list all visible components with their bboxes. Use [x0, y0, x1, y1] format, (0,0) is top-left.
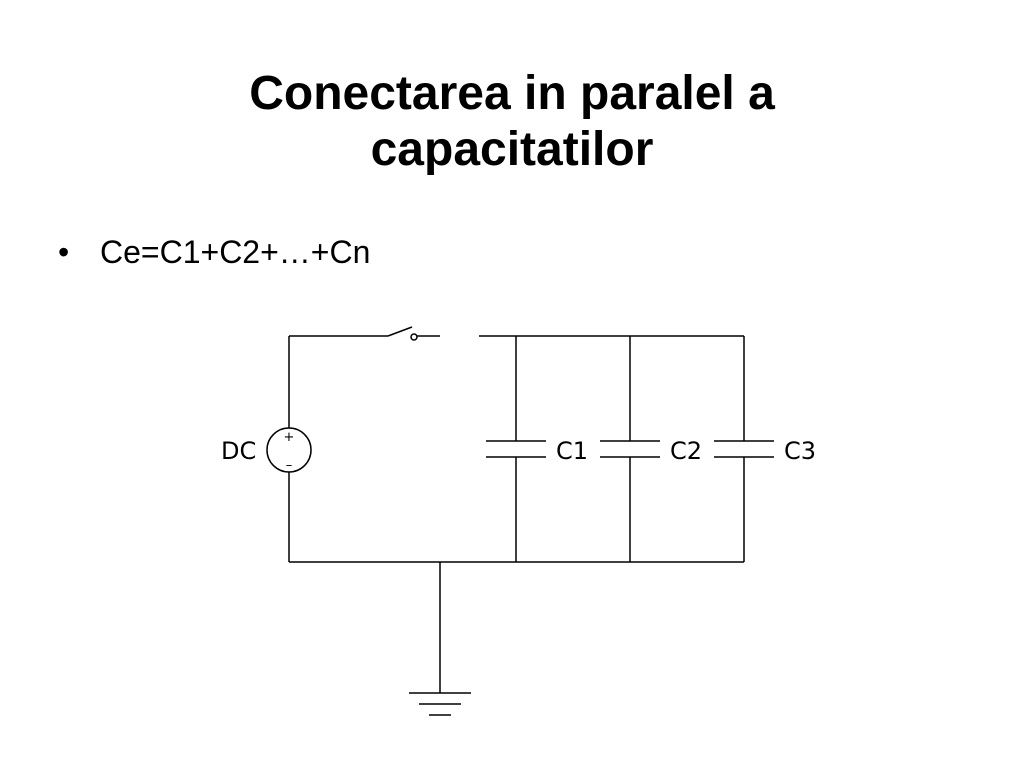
capacitor-c1-label: C1 — [556, 437, 588, 465]
bullet-item: • Ce=C1+C2+…+Cn — [58, 230, 370, 274]
title-line-1: Conectarea in paralel a — [249, 67, 775, 121]
capacitor-c3-label: C3 — [784, 437, 816, 465]
bullet-list: • Ce=C1+C2+…+Cn — [58, 230, 370, 274]
bullet-dot-icon: • — [58, 234, 70, 270]
capacitor-c1-icon — [486, 440, 546, 458]
ground-icon — [409, 692, 471, 716]
dc-minus-sign: – — [286, 458, 293, 473]
switch-icon — [387, 326, 440, 341]
bullet-text: Ce=C1+C2+…+Cn — [100, 234, 371, 270]
dc-plus-sign: + — [284, 430, 295, 445]
capacitor-c2-label: C2 — [670, 437, 702, 465]
capacitor-c2-icon — [600, 440, 660, 458]
capacitor-c3-icon — [714, 440, 774, 458]
title-line-2: capacitatilor — [370, 123, 654, 177]
circuit-wires — [288, 335, 745, 693]
dc-source-icon: + – — [266, 427, 312, 473]
dc-label: DC — [221, 437, 256, 465]
slide-title: Conectarea in paralel a capacitatilor — [112, 66, 912, 178]
